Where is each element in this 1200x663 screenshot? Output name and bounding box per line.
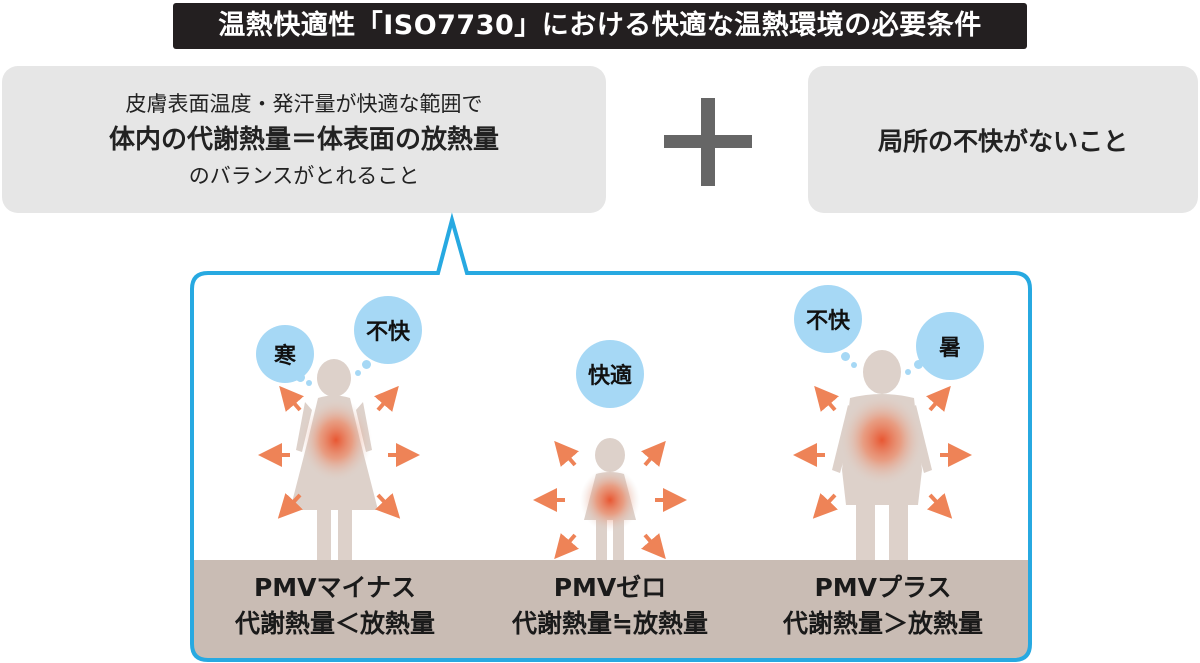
thought-dot xyxy=(841,352,850,361)
heat-relation: 代謝熱量≒放熱量 xyxy=(512,609,708,638)
heat-arrows-hot xyxy=(793,385,972,519)
person-cold xyxy=(290,359,378,560)
thought-dot xyxy=(296,373,305,382)
thought-bubble-discomfort: 不快 xyxy=(794,285,862,353)
condition-box-local-discomfort: 局所の不快がないこと xyxy=(808,66,1198,213)
thought-bubble-discomfort: 不快 xyxy=(354,296,422,364)
state-caption-zero: PMVゼロ 代謝熱量≒放熱量 xyxy=(485,570,735,642)
person-hot xyxy=(832,350,932,560)
state-caption-negative: PMVマイナス 代謝熱量＜放熱量 xyxy=(210,570,460,642)
thought-bubble-hot: 暑 xyxy=(916,312,984,380)
heat-arrows-comfortable xyxy=(533,440,687,560)
condition-line-1: 皮膚表面温度・発汗量が快適な範囲で xyxy=(125,91,483,116)
heat-arrows-cold xyxy=(258,385,420,519)
plus-icon-vertical-bar xyxy=(701,98,715,186)
person-comfortable xyxy=(580,438,640,560)
thought-dot xyxy=(851,362,857,368)
pmv-label: PMVマイナス xyxy=(253,573,417,602)
panel-border xyxy=(190,212,1032,662)
diagram-title: 温熱快適性「ISO7730」における快適な温熱環境の必要条件 xyxy=(173,3,1027,49)
thought-dot xyxy=(306,380,312,386)
thought-dot xyxy=(914,360,923,369)
thought-dot xyxy=(355,370,361,376)
thought-bubble-cold: 寒 xyxy=(256,325,314,383)
heat-relation: 代謝熱量＞放熱量 xyxy=(782,609,983,638)
pmv-label: PMVゼロ xyxy=(553,573,667,602)
thought-dot xyxy=(362,360,371,369)
condition-line-2: 体内の代謝熱量＝体表面の放熱量 xyxy=(108,124,499,155)
state-caption-positive: PMVプラス 代謝熱量＞放熱量 xyxy=(758,570,1008,642)
condition-box-heat-balance: 皮膚表面温度・発汗量が快適な範囲で 体内の代謝熱量＝体表面の放熱量 のバランスが… xyxy=(2,66,606,213)
condition-line-3: のバランスがとれること xyxy=(188,163,420,188)
pmv-label: PMVプラス xyxy=(814,573,952,602)
thought-bubble-comfortable: 快適 xyxy=(576,340,644,408)
heat-relation: 代謝熱量＜放熱量 xyxy=(234,609,435,638)
floor-band xyxy=(192,560,1030,660)
condition-right-text: 局所の不快がないこと xyxy=(877,126,1128,156)
thought-dot xyxy=(905,369,911,375)
